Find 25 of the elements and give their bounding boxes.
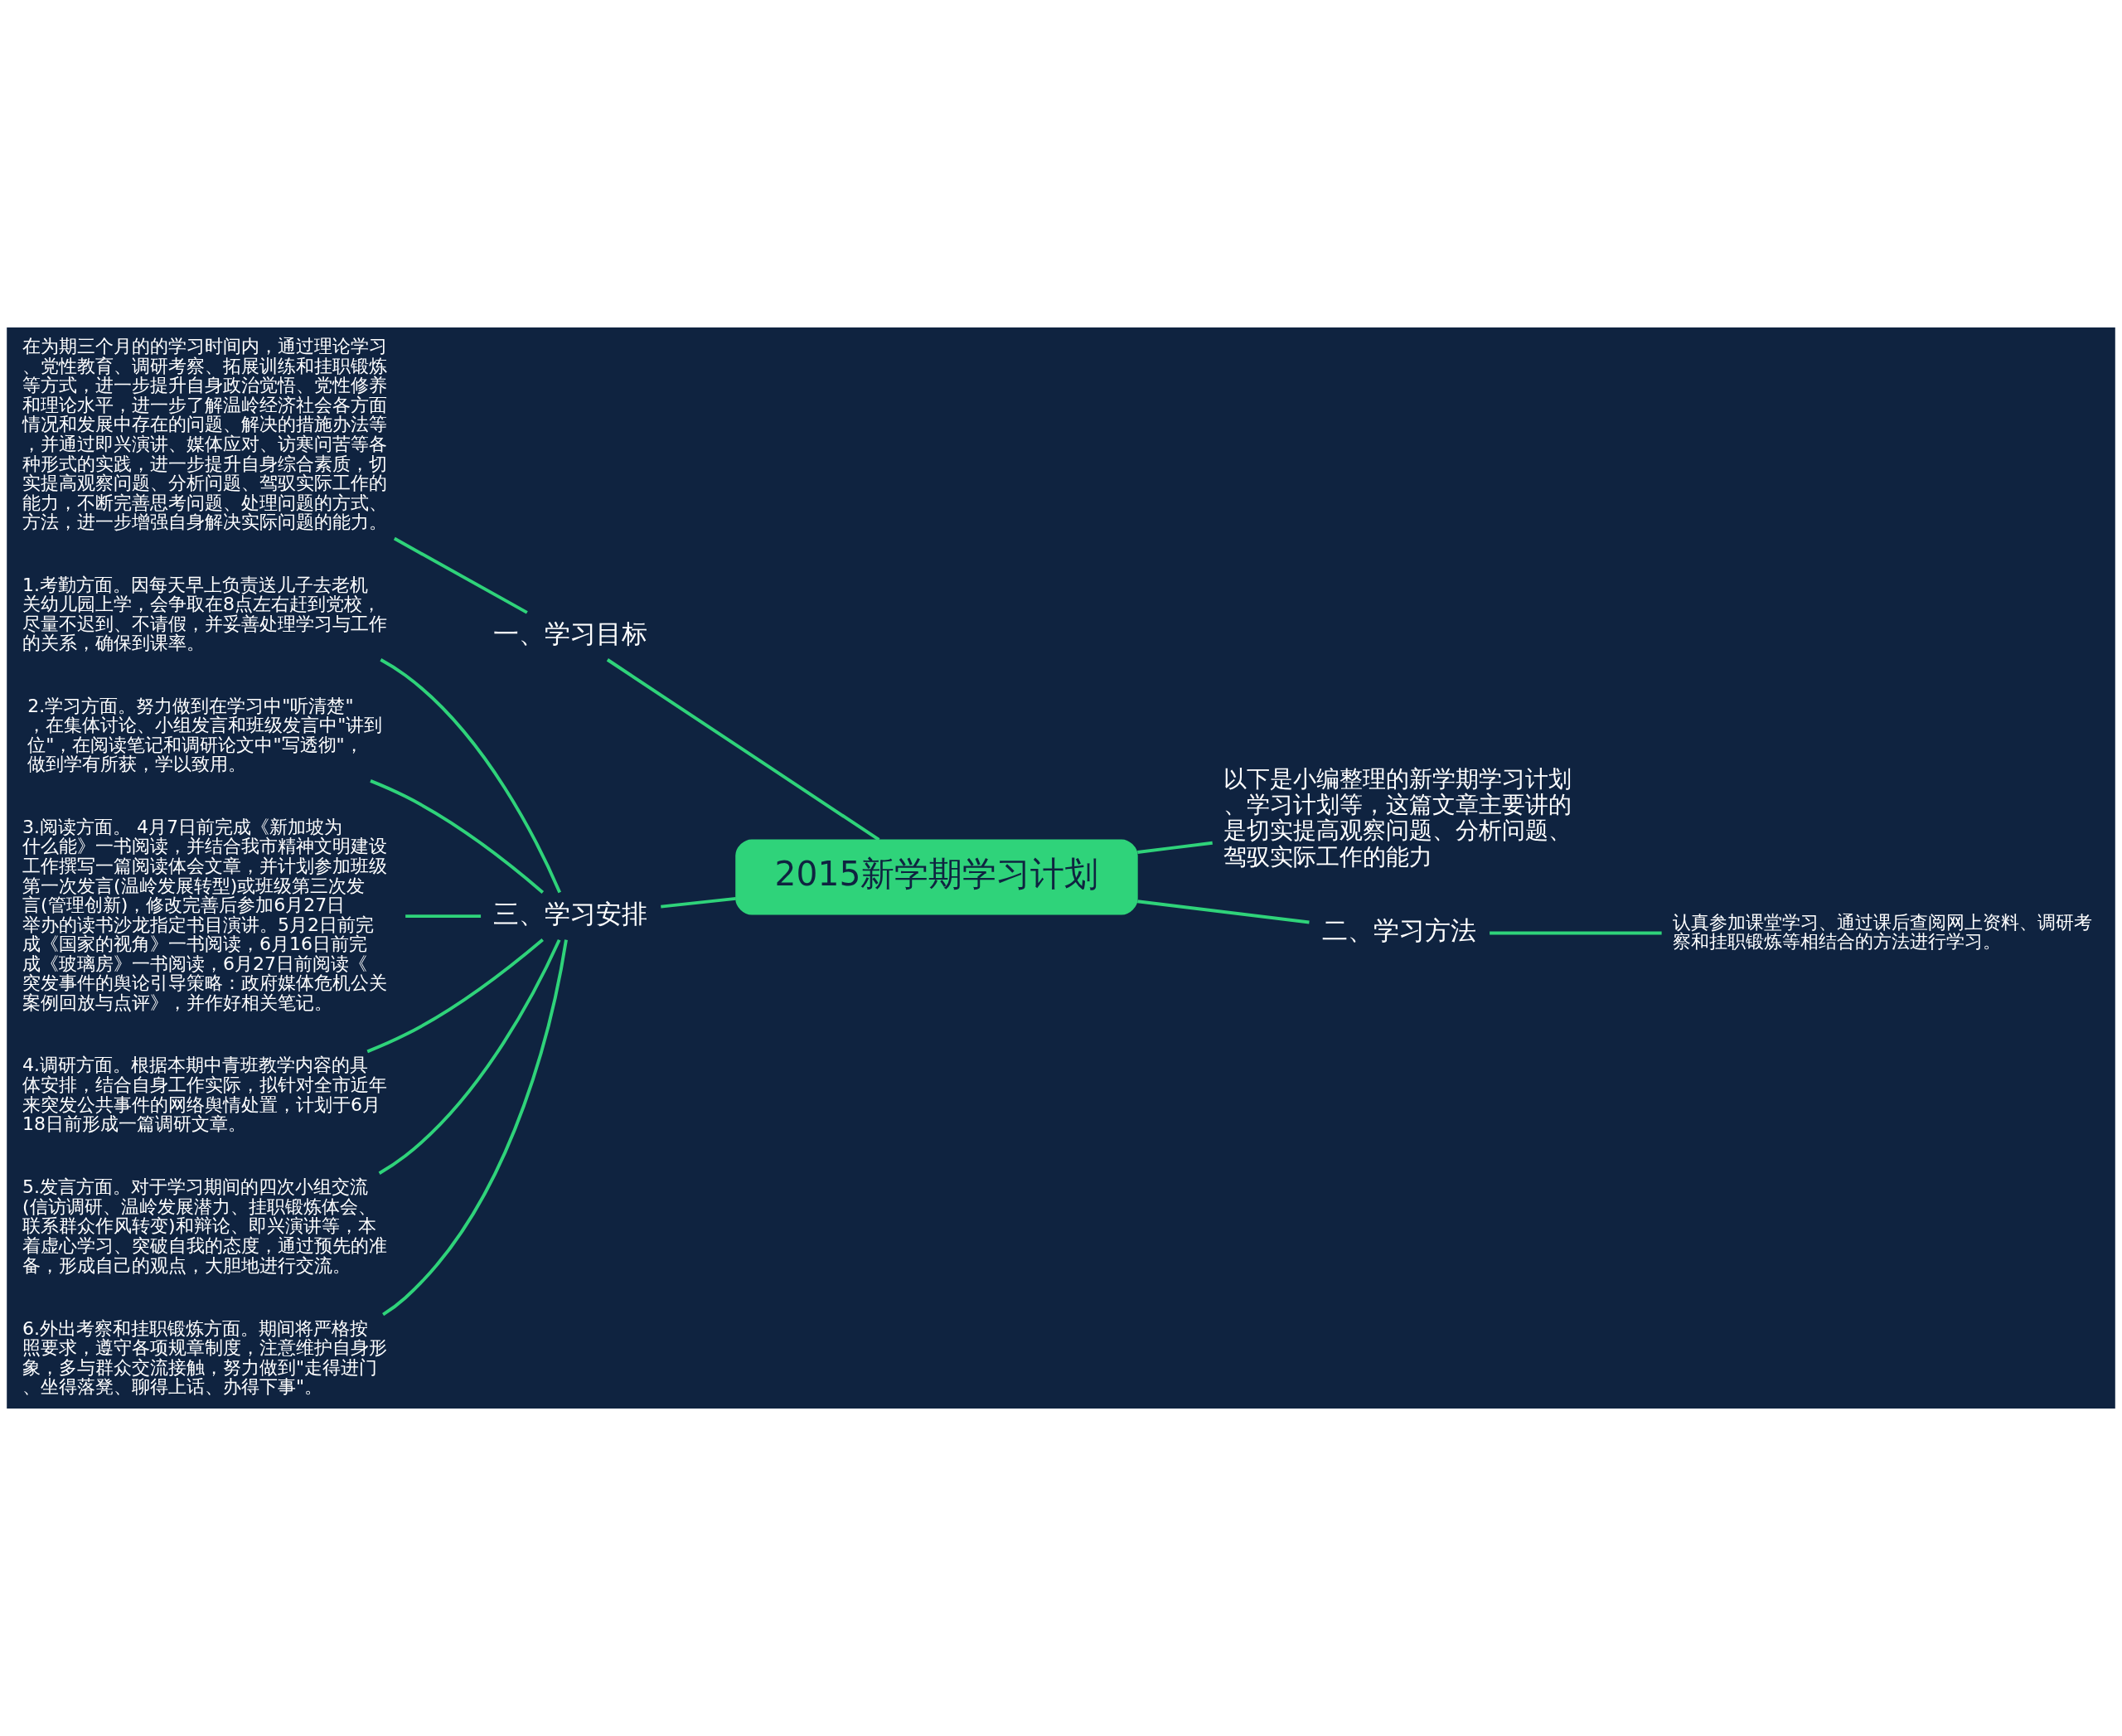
connector [378,938,561,1175]
node-text: 认真参加课堂学习、通过课后查阅网上资料、调研考察和挂职锻炼等相结合的方法进行学习。 [1672,911,2092,953]
connector [1137,900,1310,924]
node-text: 二、学习方法 [1322,915,1477,946]
node-text: 1.考勤方面。因每天早上负责送儿子去老机关幼儿园上学，会争取在8点左右赶到党校，尽量不迟到、不请假，并妥善处理学习与工作的关系，确保到课率。 [22,574,388,654]
node-text: 6.外出考察和挂职锻炼方面。期间将严格按照要求，遵守各项规章制度，注意维护自身形象，多与群众交流接触，努力做到"走得进门、坐得落凳、聊得上话、办得下事"。 [22,1317,388,1398]
node-text: 三、学习安排 [493,898,648,929]
connector [661,896,736,909]
node-text: 在为期三个月的的学习时间内，通过理论学习、党性教育、调研考察、拓展训练和挂职锻炼等方式，进一步提升自身政治觉悟、党性修养和理论水平，进一步了解温岭经济社会各方面情况和发展中存在的问题、解决的措施办法等，并通过即兴演讲、媒体应对、访寒问苦等各种形式的实践，进一步提升自身综合素质，切实提高观察问题、分析问题、驾驭实际工作的能力，不断完善思考问题、处理问题的方式、方法，进一步增强自身解决实际问题的能力。 [22,336,388,533]
node-text: 3.阅读方面。 4月7日前完成《新加坡为什么能》一书阅读，并结合我市精神文明建设工作撰写一篇阅读体会文章，并计划参加班级第一次发言(温岭发展转型)或班级第三次发言(管理创新)，修改完善后参加6月27日举办的读书沙龙指定书目演讲。5月2日前完成《国家的视角》一书阅读，6月16日前完成《玻璃房》一书阅读，6月27日前阅读《突发事件的舆论引导策略：政府媒体危机公关案例回放与点评》，并作好相关笔记。 [22,816,388,1013]
connector [366,938,544,1054]
node-text: 以下是小编整理的新学期学习计划、学习计划等，这篇文章主要讲的是切实提高观察问题、分析问题、驾驭实际工作的能力 [1223,764,1572,870]
node-text: 4.调研方面。根据本期中青班教学内容的具体安排，结合自身工作实际，拟针对全市近年来突发公共事件的网络舆情处置，计划于6月18日前形成一篇调研文章。 [22,1055,388,1135]
connector [606,658,880,841]
node-text: 5.发言方面。对于学习期间的四次小组交流(信访调研、温岭发展潜力、挂职锻炼体会、联系群众作风转变)和辩论、即兴演讲等，本着虚心学习、突破自我的态度，通过预先的准备，形成自己的观点，大胆地进行交流。 [22,1176,388,1276]
node-text: 一、学习目标 [493,618,648,649]
connector [382,939,568,1317]
connector [1137,841,1213,854]
connector [380,658,562,894]
connector [370,779,545,894]
connector [405,914,482,919]
connector [393,536,528,614]
node-text: 2.学习方面。努力做到在学习中"听清楚"，在集体讨论、小组发言和班级发言中"讲到位"，在阅读笔记和调研论文中"写透彻"，做到学有所获，学以致用。 [27,695,383,775]
node-box: 2015新学期学习计划 [735,839,1138,915]
connector [1490,931,1662,935]
